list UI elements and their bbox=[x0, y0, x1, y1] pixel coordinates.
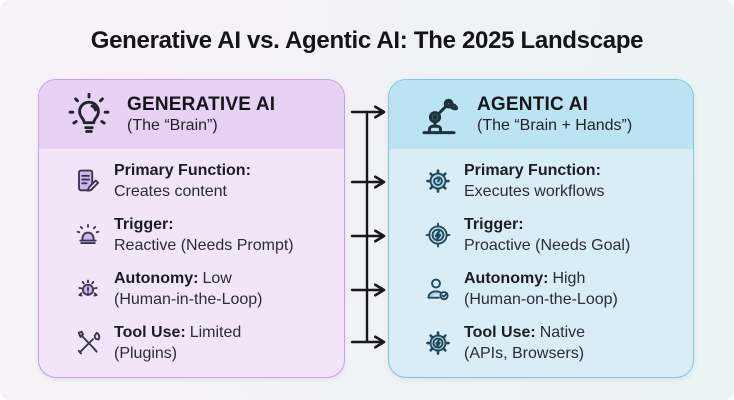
page-title: Generative AI vs. Agentic AI: The 2025 L… bbox=[90, 27, 644, 54]
agent-autonomy-row: Autonomy:High (Human-on-the-Loop) bbox=[389, 262, 693, 316]
target-bolt-icon bbox=[423, 220, 453, 250]
feature-label: Trigger: bbox=[464, 216, 524, 233]
gear-bolt-icon bbox=[423, 328, 453, 358]
feature-label: Autonomy: bbox=[464, 270, 549, 287]
left-to-right-arrows bbox=[350, 105, 386, 349]
document-pencil-icon bbox=[73, 166, 103, 196]
feature-label: Tool Use: bbox=[464, 324, 536, 341]
gen-autonomy-row: Autonomy:Low (Human-in-the-Loop) bbox=[39, 262, 344, 316]
agentic-ai-header-text: AGENTIC AI (The “Brain + Hands”) bbox=[477, 94, 632, 136]
feature-label: Trigger: bbox=[114, 216, 174, 233]
agentic-ai-body: Primary Function: Executes workflows Tri… bbox=[389, 149, 693, 370]
gear-swirl-icon bbox=[423, 166, 453, 196]
agentic-ai-header: AGENTIC AI (The “Brain + Hands”) bbox=[389, 80, 693, 149]
feature-detail: (APIs, Browsers) bbox=[464, 345, 585, 362]
generative-ai-title: GENERATIVE AI bbox=[127, 93, 276, 115]
person-check-icon bbox=[423, 274, 453, 304]
agent-tool-use-row: Tool Use:Native (APIs, Browsers) bbox=[389, 316, 693, 370]
generative-ai-body: Primary Function: Creates content Trigge… bbox=[39, 149, 344, 370]
agent-primary-function-row: Primary Function: Executes workflows bbox=[389, 154, 693, 208]
generative-ai-header-text: GENERATIVE AI (The “Brain”) bbox=[127, 94, 275, 136]
feature-detail: Executes workflows bbox=[464, 183, 605, 200]
feature-label: Tool Use: bbox=[114, 324, 186, 341]
robot-arm-icon bbox=[415, 91, 463, 139]
lightbulb-icon bbox=[65, 91, 113, 139]
feature-detail: (Human-on-the-Loop) bbox=[464, 291, 618, 308]
agentic-ai-title: AGENTIC AI bbox=[477, 93, 589, 115]
feature-detail: Reactive (Needs Prompt) bbox=[114, 237, 294, 254]
feature-label: Primary Function: bbox=[464, 162, 601, 179]
crossed-tools-icon bbox=[73, 328, 103, 358]
feature-label: Autonomy: bbox=[114, 270, 199, 287]
gen-tool-use-row: Tool Use:Limited (Plugins) bbox=[39, 316, 344, 370]
agentic-ai-subtitle: (The “Brain + Hands”) bbox=[477, 116, 633, 134]
feature-detail: Proactive (Needs Goal) bbox=[464, 237, 631, 254]
agentic-ai-panel: AGENTIC AI (The “Brain + Hands”) Primary bbox=[388, 79, 694, 378]
feature-detail: Creates content bbox=[114, 183, 227, 200]
siren-icon bbox=[73, 220, 103, 250]
gen-trigger-row: Trigger: Reactive (Needs Prompt) bbox=[39, 208, 344, 262]
generative-ai-subtitle: (The “Brain”) bbox=[127, 116, 218, 134]
feature-label: Primary Function: bbox=[114, 162, 251, 179]
feature-detail: (Plugins) bbox=[114, 345, 178, 362]
gen-primary-function-row: Primary Function: Creates content bbox=[39, 154, 344, 208]
feature-detail: (Human-in-the-Loop) bbox=[114, 291, 263, 308]
generative-ai-panel: GENERATIVE AI (The “Brain”) Primary Func… bbox=[38, 79, 345, 378]
generative-ai-header: GENERATIVE AI (The “Brain”) bbox=[39, 80, 344, 149]
alert-rays-icon bbox=[73, 274, 103, 304]
agent-trigger-row: Trigger: Proactive (Needs Goal) bbox=[389, 208, 693, 262]
